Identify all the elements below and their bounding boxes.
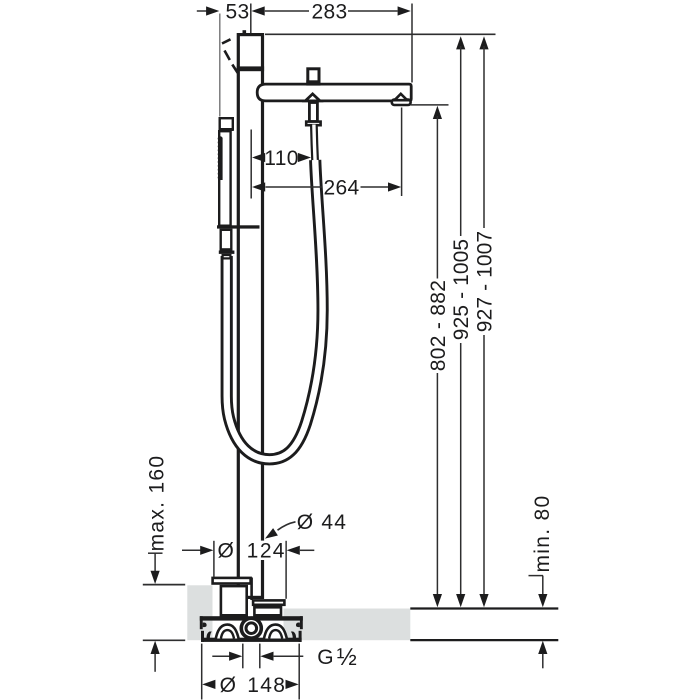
svg-text:½: ½ <box>337 644 357 671</box>
svg-text:max. 160: max. 160 <box>145 455 168 552</box>
svg-text:min. 80: min. 80 <box>531 495 554 573</box>
svg-text:Ø: Ø <box>220 674 237 697</box>
svg-text:4: 4 <box>260 674 272 697</box>
svg-text:1: 1 <box>247 540 259 563</box>
svg-text:802 - 882: 802 - 882 <box>427 280 450 371</box>
svg-text:283: 283 <box>312 0 348 23</box>
svg-text:2: 2 <box>260 540 272 563</box>
svg-text:264: 264 <box>324 176 360 199</box>
svg-text:8: 8 <box>273 674 285 697</box>
svg-text:110: 110 <box>264 147 298 170</box>
svg-text:927 - 1007: 927 - 1007 <box>473 231 496 332</box>
svg-text:53: 53 <box>226 0 250 23</box>
svg-text:Ø: Ø <box>218 540 235 563</box>
svg-text:925 - 1005: 925 - 1005 <box>450 239 473 340</box>
svg-text:1: 1 <box>247 674 259 697</box>
svg-text:4: 4 <box>273 540 285 563</box>
svg-text:G: G <box>317 646 334 669</box>
svg-text:Ø 44: Ø 44 <box>297 511 347 534</box>
